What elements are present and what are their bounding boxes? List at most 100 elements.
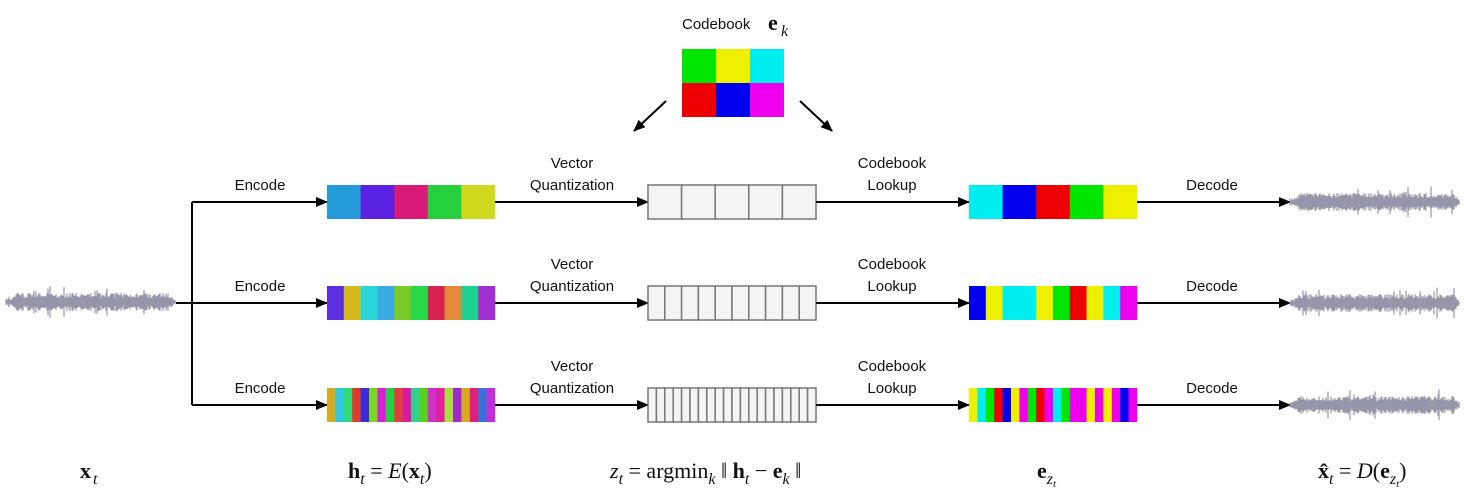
vq-label-line2: Quantization bbox=[530, 380, 614, 397]
lookup-segment bbox=[1103, 286, 1121, 320]
decode-label: Decode bbox=[1186, 177, 1238, 194]
lookup-segment bbox=[1086, 388, 1096, 422]
input-waveform bbox=[5, 286, 176, 318]
encoded-segment bbox=[335, 388, 345, 422]
svg-text:zt = argmink ‖ ht − ek ‖: zt = argmink ‖ ht − ek ‖ bbox=[609, 458, 801, 488]
quantized-index-cell bbox=[664, 387, 674, 423]
codebook-arrow-right bbox=[799, 100, 833, 132]
lookup-segment bbox=[985, 388, 995, 422]
quantized-index-cell bbox=[806, 387, 817, 423]
quantized-index-cell bbox=[664, 285, 683, 321]
lookup-segment bbox=[1069, 185, 1104, 219]
encoded-segment bbox=[461, 388, 471, 422]
codebook-entry bbox=[750, 83, 784, 117]
quantized-index-cell bbox=[756, 387, 767, 423]
quantized-index-cell bbox=[680, 285, 700, 321]
quantized-index-cell bbox=[697, 387, 708, 423]
quantized-index-cell bbox=[790, 387, 800, 423]
quantized-index-cell bbox=[781, 387, 792, 423]
lookup-segment bbox=[969, 388, 978, 422]
codebook-entry bbox=[716, 49, 750, 83]
output-waveform bbox=[1289, 287, 1460, 319]
lookup-label-line1: Codebook bbox=[858, 256, 927, 273]
lookup-segment bbox=[1036, 185, 1071, 219]
lookup-segment bbox=[1027, 388, 1037, 422]
equation-lookup: ezt bbox=[1037, 458, 1057, 490]
quantized-index-cell bbox=[731, 387, 742, 423]
quantized-index-cell bbox=[647, 387, 658, 423]
lookup-segment bbox=[985, 286, 1003, 320]
encoded-segment bbox=[394, 185, 429, 219]
lookup-segment bbox=[1061, 388, 1071, 422]
quantized-index-cell bbox=[706, 387, 716, 423]
codebook-entry bbox=[750, 49, 784, 83]
encoded-segment bbox=[394, 388, 403, 422]
decode-label: Decode bbox=[1186, 380, 1238, 397]
svg-text:ht = E(xt): ht = E(xt) bbox=[348, 458, 432, 488]
encoded-segment bbox=[461, 185, 496, 219]
lookup-segment bbox=[1078, 388, 1087, 422]
lookup-label-line2: Lookup bbox=[867, 380, 916, 397]
lookup-segment bbox=[994, 388, 1003, 422]
quantized-index-cell bbox=[748, 387, 758, 423]
svg-text:t: t bbox=[93, 471, 98, 488]
lookup-segment bbox=[1002, 388, 1012, 422]
output-waveform bbox=[1289, 389, 1460, 421]
lookup-segment bbox=[1019, 286, 1037, 320]
encoded-segment bbox=[478, 286, 496, 320]
quantized-index-cell bbox=[697, 285, 716, 321]
encode-label: Encode bbox=[235, 177, 286, 194]
encoded-segment bbox=[369, 388, 378, 422]
lookup-segment bbox=[1002, 286, 1020, 320]
quantized-index-cell bbox=[748, 285, 767, 321]
encoded-segment bbox=[427, 286, 445, 320]
lookup-label-line2: Lookup bbox=[867, 177, 916, 194]
input-waveform-samples bbox=[5, 286, 176, 318]
decode-label: Decode bbox=[1186, 278, 1238, 295]
lookup-segment bbox=[969, 185, 1003, 219]
quantized-index-cell bbox=[714, 387, 725, 423]
encoded-segment bbox=[411, 286, 429, 320]
lookup-segment bbox=[1069, 388, 1079, 422]
quantized-index-cell bbox=[731, 285, 750, 321]
encoded-segment bbox=[377, 388, 387, 422]
lookup-segment bbox=[1111, 388, 1121, 422]
lookup-segment bbox=[1086, 286, 1104, 320]
codebook-label: Codebook bbox=[682, 16, 751, 33]
codebook-entry bbox=[682, 83, 716, 117]
encoded-segment bbox=[402, 388, 412, 422]
lookup-segment bbox=[1053, 388, 1062, 422]
encoded-segment bbox=[343, 286, 361, 320]
codebook-entry bbox=[716, 83, 750, 117]
lookup-segment bbox=[1128, 388, 1138, 422]
lookup-segment bbox=[1103, 185, 1138, 219]
encode-label: Encode bbox=[235, 278, 286, 295]
lookup-segment bbox=[1095, 388, 1104, 422]
vq-label-line1: Vector bbox=[551, 155, 594, 172]
encoded-segment bbox=[461, 286, 479, 320]
svg-text:x̂t = D(ezt): x̂t = D(ezt) bbox=[1318, 458, 1406, 490]
lookup-segment bbox=[1002, 185, 1037, 219]
encoded-segment bbox=[394, 286, 412, 320]
lookup-segment bbox=[977, 388, 987, 422]
lookup-segment bbox=[1120, 286, 1138, 320]
encoded-segment bbox=[444, 388, 454, 422]
quantized-index-cell bbox=[689, 387, 700, 423]
equation-decoder: x̂t = D(ezt) bbox=[1318, 458, 1406, 490]
lookup-segment bbox=[1019, 388, 1029, 422]
vq-label-line1: Vector bbox=[551, 256, 594, 273]
encoded-segment bbox=[327, 286, 345, 320]
encoded-segment bbox=[327, 185, 361, 219]
quantized-index-cell bbox=[647, 285, 666, 321]
lookup-label-line1: Codebook bbox=[858, 155, 927, 172]
lookup-segment bbox=[1036, 286, 1054, 320]
equation-input: x t bbox=[80, 458, 98, 488]
lookup-segment bbox=[1036, 388, 1045, 422]
codebook-entry bbox=[682, 49, 716, 83]
lookup-segment bbox=[1069, 286, 1087, 320]
encoded-segment bbox=[427, 185, 462, 219]
